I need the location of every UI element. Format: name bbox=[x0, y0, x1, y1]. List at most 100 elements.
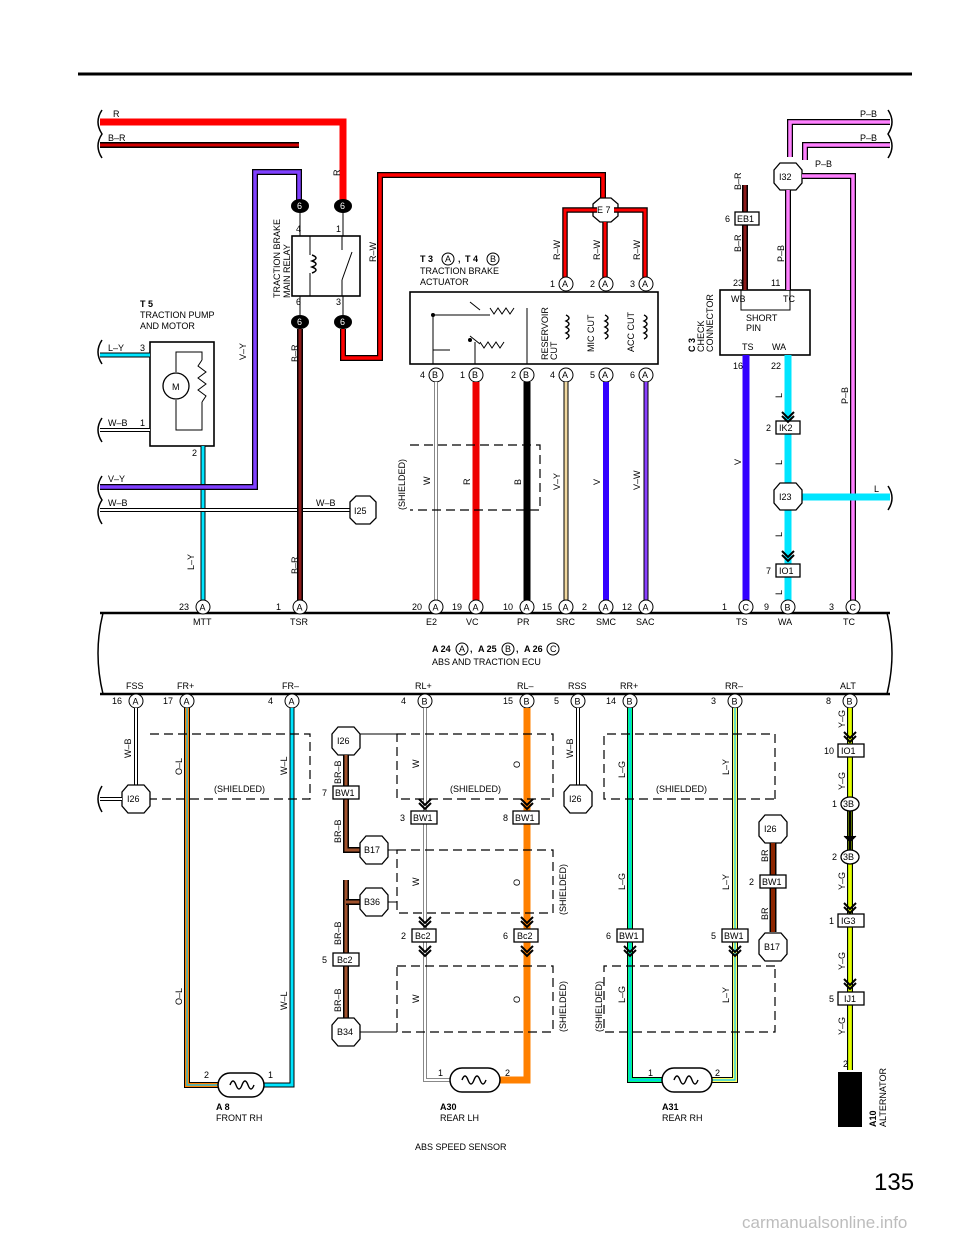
ecu-top-name-0: MTT bbox=[193, 617, 212, 627]
ecu-bot-name-8: ALT bbox=[840, 681, 856, 691]
ecu-bot-letter-2: A bbox=[289, 697, 295, 707]
ecu-top-name-10: TC bbox=[843, 617, 855, 627]
act-rw2: R–W bbox=[592, 239, 602, 260]
a30-p2: 2 bbox=[505, 1068, 510, 1078]
a31-name: REAR RH bbox=[662, 1113, 703, 1123]
e7-connector: E 7 bbox=[597, 205, 611, 215]
svg-text:A: A bbox=[642, 279, 648, 289]
alt-name: ALTERNATOR bbox=[878, 1067, 888, 1127]
ecu-bot-pin-7: 3 bbox=[711, 696, 716, 706]
check-connector: C 3 CHECK CONNECTOR WB TC TS WA SHORT PI… bbox=[687, 159, 893, 600]
shield-rl2: (SHIELDED) bbox=[558, 864, 568, 915]
act-top-3: 3 bbox=[630, 279, 635, 289]
ik2-connector: IK2 bbox=[779, 423, 793, 433]
c3-pin22: 22 bbox=[771, 361, 781, 371]
svg-text:B: B bbox=[472, 370, 478, 380]
ecu-top-pin-8: 1 bbox=[722, 602, 727, 612]
ecu-id-a26: A 26 bbox=[524, 644, 543, 654]
sol3-label: ACC CUT bbox=[626, 311, 636, 352]
lower-yg2: Y–G bbox=[837, 772, 847, 790]
relay-conn-tr: 6 bbox=[340, 201, 345, 211]
svg-text:I25: I25 bbox=[354, 506, 367, 516]
traction-brake-main-relay: TRACTION BRAKE MAIN RELAY 6 6 6 6 4 1 6 … bbox=[272, 169, 606, 600]
ig3-pin: 1 bbox=[829, 916, 834, 926]
relay-pin6: 6 bbox=[296, 297, 301, 307]
c3-line1: CHECK bbox=[696, 320, 706, 352]
ecu-top-pin-circle-8 bbox=[738, 599, 754, 615]
ecu-top-pin-3: 19 bbox=[452, 602, 462, 612]
bw1-3-pin: 3 bbox=[400, 813, 405, 823]
ecu-top-letter-4: A bbox=[524, 603, 530, 613]
relay-w-br2: B–R bbox=[290, 556, 300, 574]
ecu-bot-name-7: RR– bbox=[725, 681, 743, 691]
act-bot-2b: 2 bbox=[511, 370, 516, 380]
ecu-bot-letter-0: A bbox=[133, 697, 139, 707]
alternator: 2 A10 ALTERNATOR bbox=[838, 1059, 888, 1127]
bw1-7-pin: 7 bbox=[322, 788, 327, 798]
watermark: carmanualsonline.info bbox=[742, 1213, 907, 1232]
ecu-bot-pin-8: 8 bbox=[826, 696, 831, 706]
shield-front: (SHIELDED) bbox=[214, 784, 265, 794]
ecu-top-pin-circle-2 bbox=[428, 599, 444, 615]
ecu-top-name-4: PR bbox=[517, 617, 530, 627]
ecu-bot-name-6: RR+ bbox=[620, 681, 638, 691]
ecu-bot-letter-5: B bbox=[575, 697, 581, 707]
ecu-bot-pin-6: 14 bbox=[606, 696, 616, 706]
ecu-top-letter-6: A bbox=[603, 603, 609, 613]
lower-wb2: W–B bbox=[565, 738, 575, 758]
ecu-top-pin-7: 12 bbox=[622, 602, 632, 612]
lower-wiring: W–B I26 O–L O–L W–L W–L (SHIELDED) 2 1 A… bbox=[97, 708, 888, 1127]
c3-pin23: 23 bbox=[733, 278, 743, 288]
act-bot-6a: 6 bbox=[630, 370, 635, 380]
i26-br: I26 bbox=[764, 824, 777, 834]
3b-top: 3B bbox=[843, 799, 854, 809]
act-w-vy: V–Y bbox=[552, 473, 562, 490]
act-w-vw: V–W bbox=[632, 470, 642, 490]
ecu-top-pin-1: 1 bbox=[276, 602, 281, 612]
abs-traction-ecu: A 24 A , A 25 B , A 26 C ABS AND TRACTIO… bbox=[97, 599, 893, 709]
lower-brb4: BR–B bbox=[333, 988, 343, 1012]
ecu-top-pin-9: 9 bbox=[764, 602, 769, 612]
c3-ts: TS bbox=[742, 342, 754, 352]
t4-letter: B bbox=[490, 254, 496, 264]
label-r: R bbox=[113, 109, 120, 119]
bw1-3: BW1 bbox=[413, 813, 433, 823]
lower-ol2: O–L bbox=[174, 988, 184, 1005]
ecu-bot-name-2: FR– bbox=[282, 681, 299, 691]
svg-text:A: A bbox=[602, 279, 608, 289]
shield-rr2: (SHIELDED) bbox=[594, 981, 604, 1032]
relay-pin3: 3 bbox=[336, 297, 341, 307]
ecu-top-pin-circle-0 bbox=[195, 599, 211, 615]
i32-connector: I32 bbox=[779, 172, 792, 182]
sensor-front-rh: 2 1 A 8 FRONT RH bbox=[204, 1070, 273, 1123]
ecu-top-name-6: SMC bbox=[596, 617, 617, 627]
bw1-2: BW1 bbox=[762, 877, 782, 887]
ecu-top-pin-circle-1 bbox=[292, 599, 308, 615]
bc2-2: Bc2 bbox=[415, 931, 431, 941]
ecu-top-pin-6: 2 bbox=[582, 602, 587, 612]
ecu-title: ABS AND TRACTION ECU bbox=[432, 657, 541, 667]
ecu-top-letter-10: C bbox=[850, 603, 857, 613]
lower-yg4: Y–G bbox=[837, 952, 847, 970]
t5-w-ly: L–Y bbox=[108, 343, 124, 353]
sensor-rear-lh: 1 2 A30 REAR LH bbox=[438, 1067, 510, 1123]
act-top-1: 1 bbox=[550, 279, 555, 289]
t3-id: T 3 bbox=[420, 254, 433, 264]
relay-pin1: 1 bbox=[336, 224, 341, 234]
b36: B36 bbox=[364, 897, 380, 907]
bc2-6-pin: 6 bbox=[503, 931, 508, 941]
bw1-8-pin: 8 bbox=[503, 813, 508, 823]
svg-text:,: , bbox=[458, 254, 461, 264]
lower-o3: O bbox=[512, 996, 522, 1003]
c3-pin: PIN bbox=[746, 323, 761, 333]
c3-w-pb: P–B bbox=[776, 245, 786, 262]
actuator-line1: TRACTION BRAKE bbox=[420, 266, 499, 276]
page-number: 135 bbox=[874, 1169, 914, 1196]
c3-id: C 3 bbox=[687, 338, 697, 352]
ecu-top-pin-10: 3 bbox=[829, 602, 834, 612]
t5-line1: TRACTION PUMP bbox=[140, 310, 215, 320]
t5-w-ly-down: L–Y bbox=[186, 554, 196, 570]
bc2-6: Bc2 bbox=[517, 931, 533, 941]
